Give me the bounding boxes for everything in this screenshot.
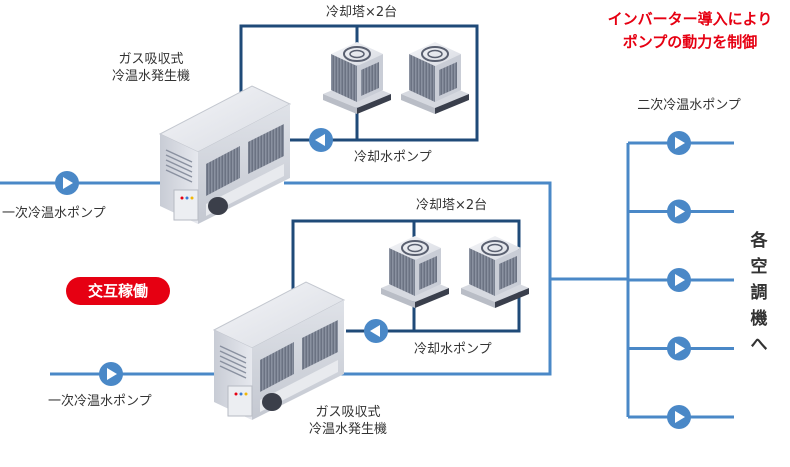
bottom-cooling-tower-label: 冷却塔×2台 <box>416 198 488 213</box>
tower-right-grille <box>361 62 379 96</box>
vertical-char: へ <box>750 335 768 355</box>
vent-line <box>165 154 193 168</box>
fan-inner <box>349 49 365 59</box>
play-right-icon <box>63 177 73 189</box>
secondary-pump-icon <box>667 199 691 224</box>
secondary-pump-title: 二次冷温水ポンプ <box>637 98 741 113</box>
tower-base-side <box>461 288 495 308</box>
bottom-cooling-pump-label: 冷却水ポンプ <box>414 342 492 357</box>
indicator <box>234 392 238 396</box>
vent-line <box>219 365 247 379</box>
bottom-chiller-label-line2: 冷温水発生機 <box>308 421 387 437</box>
play-right-icon <box>107 368 117 380</box>
bottom-primary-pump-label: 一次冷温水ポンプ <box>48 394 152 409</box>
tower-base-front <box>357 94 391 114</box>
secondary-pump-icon <box>667 405 691 429</box>
to-air-handlers-label: 各 空 調 機 へ <box>747 228 771 358</box>
fan-icon <box>421 46 449 62</box>
vertical-char: 各 <box>750 231 768 251</box>
tower-right-grille <box>499 256 517 290</box>
vent-line <box>219 345 247 359</box>
top-cooling-pump-icon <box>309 128 333 152</box>
play-right-icon <box>675 411 685 423</box>
tower-base-side <box>401 94 435 114</box>
tower-left-grille <box>389 248 415 296</box>
play-right-icon <box>675 137 685 149</box>
indicator <box>190 196 194 200</box>
top-primary-pump-label: 一次冷温水ポンプ <box>2 206 106 221</box>
tower-base-side <box>381 288 415 308</box>
top-cooling-pump-label: 冷却水ポンプ <box>354 150 432 165</box>
top-cooling-tower-label: 冷却塔×2台 <box>326 5 398 20</box>
control-box <box>227 385 253 417</box>
indicator <box>185 196 189 200</box>
vent-line <box>219 350 247 364</box>
grille-panel <box>302 320 338 370</box>
vent-line <box>219 355 247 369</box>
tower-left-grille <box>331 54 357 102</box>
cooling-tower-icon <box>401 42 469 114</box>
play-left-icon <box>315 134 325 146</box>
control-box <box>173 189 199 221</box>
vent-line <box>219 360 247 374</box>
fan-icon <box>343 46 371 62</box>
cooling-towers <box>323 42 529 308</box>
secondary-pump-icon <box>667 131 691 155</box>
fan-inner <box>427 49 443 59</box>
indicator <box>244 392 248 396</box>
play-left-icon <box>370 325 380 337</box>
fan-icon <box>481 240 509 256</box>
pumps <box>55 128 691 429</box>
fan-icon <box>401 240 429 256</box>
inverter-headline: インバーター導入により ポンプの動力を制御 <box>590 8 790 55</box>
top-chiller-illustration <box>158 85 292 224</box>
tank-end <box>262 393 282 411</box>
vent-line <box>165 169 193 183</box>
top-chiller-label: ガス吸収式 冷温水発生機 <box>96 52 206 86</box>
grille-panel <box>206 146 240 196</box>
cooling-tower-icon <box>461 236 529 308</box>
bottom-cooling-pump-icon <box>364 319 388 343</box>
play-right-icon <box>675 274 685 286</box>
secondary-pump-icon <box>667 336 691 361</box>
tower-base-front <box>415 288 449 308</box>
indicator <box>180 196 184 200</box>
vertical-char: 調 <box>750 283 768 303</box>
grille-panel <box>260 342 294 392</box>
bottom-chiller-illustration <box>212 281 346 420</box>
top-primary-pump-icon <box>55 171 79 195</box>
play-right-icon <box>675 205 685 218</box>
bottom-chiller-label: ガス吸収式 冷温水発生機 <box>293 405 403 439</box>
headline-line2: ポンプの動力を制御 <box>622 33 758 52</box>
vent-line <box>165 149 193 163</box>
secondary-pump-icon <box>667 268 691 292</box>
top-chiller-label-line1: ガス吸収式 <box>118 52 184 67</box>
vent-line <box>165 164 193 178</box>
bottom-chiller-label-line1: ガス吸収式 <box>315 405 381 420</box>
vertical-char: 空 <box>750 257 768 277</box>
grille-panel <box>248 124 284 174</box>
headline-line1: インバーター導入により <box>607 10 773 28</box>
cooling-tower-icon <box>381 236 449 308</box>
cooling-tower-icon <box>323 42 391 114</box>
indicator <box>239 392 243 396</box>
tower-base-side <box>323 94 357 114</box>
tower-left-grille <box>409 54 435 102</box>
play-right-icon <box>675 342 685 355</box>
alternating-operation-badge: 交互稼働 <box>66 277 170 305</box>
tower-left-grille <box>469 248 495 296</box>
bottom-primary-pump-icon <box>99 362 123 386</box>
tower-base-front <box>495 288 529 308</box>
vertical-char: 機 <box>750 309 768 329</box>
top-chiller-label-line2: 冷温水発生機 <box>111 68 190 84</box>
fan-inner <box>487 243 503 253</box>
tank-end <box>208 197 228 215</box>
fan-inner <box>407 243 423 253</box>
tower-base-front <box>435 94 469 114</box>
vent-line <box>165 159 193 173</box>
tower-right-grille <box>439 62 457 96</box>
tower-right-grille <box>419 256 437 290</box>
